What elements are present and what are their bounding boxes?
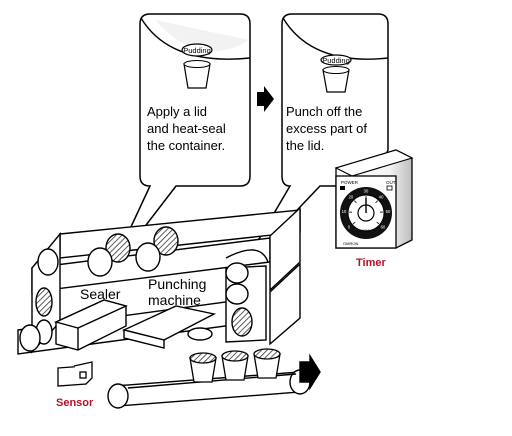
arrow-right-icon xyxy=(257,86,274,112)
container-label: Pudding xyxy=(322,56,350,65)
out-lamp-icon xyxy=(387,186,392,190)
power-lamp-icon xyxy=(340,186,345,190)
dial-scale-label: 20 xyxy=(349,195,354,200)
sensor xyxy=(58,362,92,386)
dial-scale-label: 10 xyxy=(342,209,347,214)
dial-scale-label: 50 xyxy=(386,209,391,214)
punching-machine-label: Punching machine xyxy=(148,276,210,308)
dial-scale-label: 30 xyxy=(364,189,369,194)
timer-unit: sec xyxy=(362,228,370,233)
dial-scale-label: 40 xyxy=(379,195,384,200)
sensor-label: Sensor xyxy=(56,397,94,409)
sealer-label: Sealer xyxy=(80,286,121,302)
timer-brand: OMRON xyxy=(343,241,358,246)
container-label: Pudding xyxy=(183,46,211,55)
timer-out-label: OUT xyxy=(386,180,396,185)
dial-scale-label: 60 xyxy=(381,225,386,230)
timer-power-label: POWER xyxy=(341,180,359,185)
timer-label: Timer xyxy=(356,257,386,269)
filled-cups xyxy=(190,349,280,382)
